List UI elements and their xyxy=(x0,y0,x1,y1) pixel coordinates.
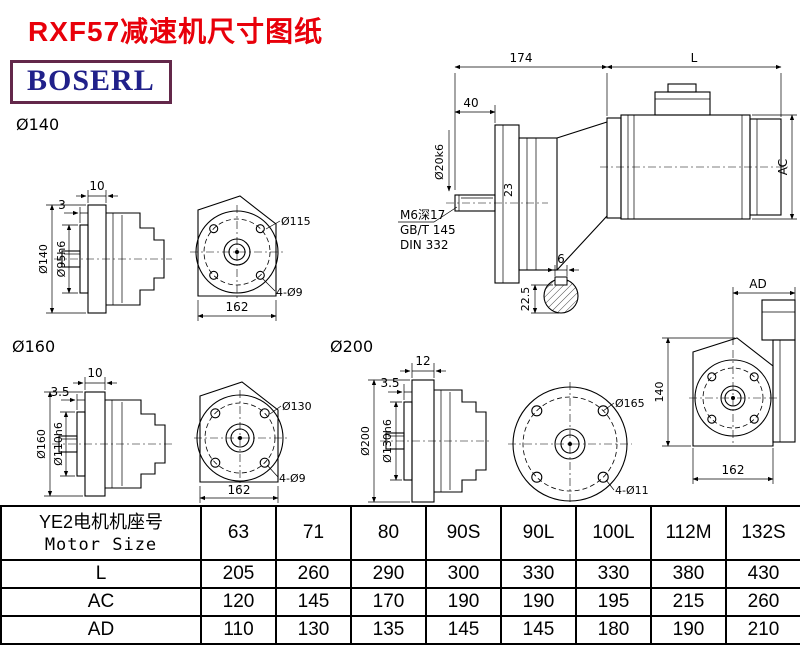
motor-size-header-en: Motor Size xyxy=(44,534,158,555)
row-label-AD: AD xyxy=(0,615,202,645)
dim-AD: AD xyxy=(749,277,766,291)
dim-motor-length-L: L xyxy=(691,51,698,65)
table-row-AD: AD 110 130 135 145 145 180 190 210 xyxy=(0,615,800,645)
shaft-diameter-label: Ø20k6 xyxy=(433,144,446,180)
dim-flange140-bolt-circle: Ø115 xyxy=(281,215,311,228)
table-row-L: L 205 260 290 300 330 330 380 430 xyxy=(0,559,800,589)
dim-174: 174 xyxy=(510,51,533,65)
technical-drawing: 174 L 40 Ø20k6 23 xyxy=(12,51,797,503)
dim-flange140-width: 10 xyxy=(89,179,104,193)
cell-AD: 110 xyxy=(200,615,277,645)
cell-AD: 135 xyxy=(350,615,427,645)
cell-L: 430 xyxy=(725,559,800,589)
motor-frame-col: 90S xyxy=(425,505,502,561)
dim-end-width-162: 162 xyxy=(722,463,745,477)
key-width-6: 6 xyxy=(557,252,565,266)
cell-AD: 180 xyxy=(575,615,652,645)
cell-AC: 170 xyxy=(350,587,427,617)
main-side-view: 174 L 40 Ø20k6 23 xyxy=(398,51,797,314)
motor-frame-col: 80 xyxy=(350,505,427,561)
cell-AC: 190 xyxy=(500,587,577,617)
cell-AC: 195 xyxy=(575,587,652,617)
view-flange-200: Ø200 12 3.5 Ø200 Ø130h6 xyxy=(330,337,649,503)
view-title-140: Ø140 xyxy=(16,115,59,134)
dim-flange160-length: 162 xyxy=(228,483,251,497)
cell-AD: 130 xyxy=(275,615,352,645)
motor-frame-col: 112M xyxy=(650,505,727,561)
dim-flange160-width: 10 xyxy=(87,366,102,380)
view-title-200: Ø200 xyxy=(330,337,373,356)
motor-size-header: YE2电机机座号 Motor Size xyxy=(0,505,202,561)
motor-frame-col: 71 xyxy=(275,505,352,561)
cell-AC: 120 xyxy=(200,587,277,617)
motor-frame-col: 90L xyxy=(500,505,577,561)
cell-AC: 215 xyxy=(650,587,727,617)
cell-L: 290 xyxy=(350,559,427,589)
cell-AC: 145 xyxy=(275,587,352,617)
motor-frame-col: 132S xyxy=(725,505,800,561)
shaft-section-detail: 6 22.5 xyxy=(519,252,579,314)
dim-motor-AC: AC xyxy=(776,159,790,175)
cell-L: 300 xyxy=(425,559,502,589)
center-hole-tap-note: M6深17 xyxy=(400,208,445,222)
brand-logo: BOSERL xyxy=(10,60,172,104)
dim-flange140-holes: 4-Ø9 xyxy=(276,286,303,299)
cell-AD: 145 xyxy=(425,615,502,645)
cell-L: 380 xyxy=(650,559,727,589)
dim-flange200-step: 3.5 xyxy=(380,376,399,390)
dim-end-height-140: 140 xyxy=(653,382,666,403)
cell-L: 330 xyxy=(575,559,652,589)
view-title-160: Ø160 xyxy=(12,337,55,356)
dim-flange200-holes: 4-Ø11 xyxy=(615,484,649,497)
dim-23: 23 xyxy=(502,183,515,197)
dim-flange200-outer: Ø200 xyxy=(359,426,372,456)
table-header-row: YE2电机机座号 Motor Size 63 71 80 90S 90L 100… xyxy=(0,505,800,561)
dim-flange160-spigot: Ø110h6 xyxy=(52,422,65,466)
dim-flange160-bolt-circle: Ø130 xyxy=(282,400,312,413)
dimension-table: YE2电机机座号 Motor Size 63 71 80 90S 90L 100… xyxy=(0,505,800,645)
view-flange-160: Ø160 10 3.5 Ø160 Ø110h6 xyxy=(12,337,312,503)
page-title: RXF57减速机尺寸图纸 xyxy=(28,16,324,47)
cell-AD: 190 xyxy=(650,615,727,645)
cell-L: 205 xyxy=(200,559,277,589)
dim-flange200-spigot: Ø130h6 xyxy=(381,419,394,463)
dim-flange140-outer: Ø140 xyxy=(37,244,50,274)
dim-flange140-spigot: Ø95h6 xyxy=(55,241,68,278)
key-height-22-5: 22.5 xyxy=(519,287,532,312)
dim-flange160-holes: 4-Ø9 xyxy=(279,472,306,485)
dim-flange200-bolt-circle: Ø165 xyxy=(615,397,645,410)
center-hole-std-gbt: GB/T 145 xyxy=(400,223,456,237)
cell-AD: 145 xyxy=(500,615,577,645)
cell-AD: 210 xyxy=(725,615,800,645)
row-label-L: L xyxy=(0,559,202,589)
center-hole-std-din: DIN 332 xyxy=(400,238,448,252)
dim-flange160-outer: Ø160 xyxy=(35,429,48,459)
cell-AC: 190 xyxy=(425,587,502,617)
dim-flange140-length: 162 xyxy=(226,300,249,314)
motor-frame-col: 63 xyxy=(200,505,277,561)
row-label-AC: AC xyxy=(0,587,202,617)
view-output-end: AD 140 162 xyxy=(653,277,796,484)
cell-AC: 260 xyxy=(725,587,800,617)
cell-L: 330 xyxy=(500,559,577,589)
dim-shaft-length-40: 40 xyxy=(463,96,478,110)
cell-L: 260 xyxy=(275,559,352,589)
motor-frame-col: 100L xyxy=(575,505,652,561)
table-row-AC: AC 120 145 170 190 190 195 215 260 xyxy=(0,587,800,617)
motor-size-header-cn: YE2电机机座号 xyxy=(38,512,164,533)
dim-flange200-width: 12 xyxy=(415,354,430,368)
view-flange-140: Ø140 10 3 Ø140 Ø95h6 xyxy=(16,115,311,321)
